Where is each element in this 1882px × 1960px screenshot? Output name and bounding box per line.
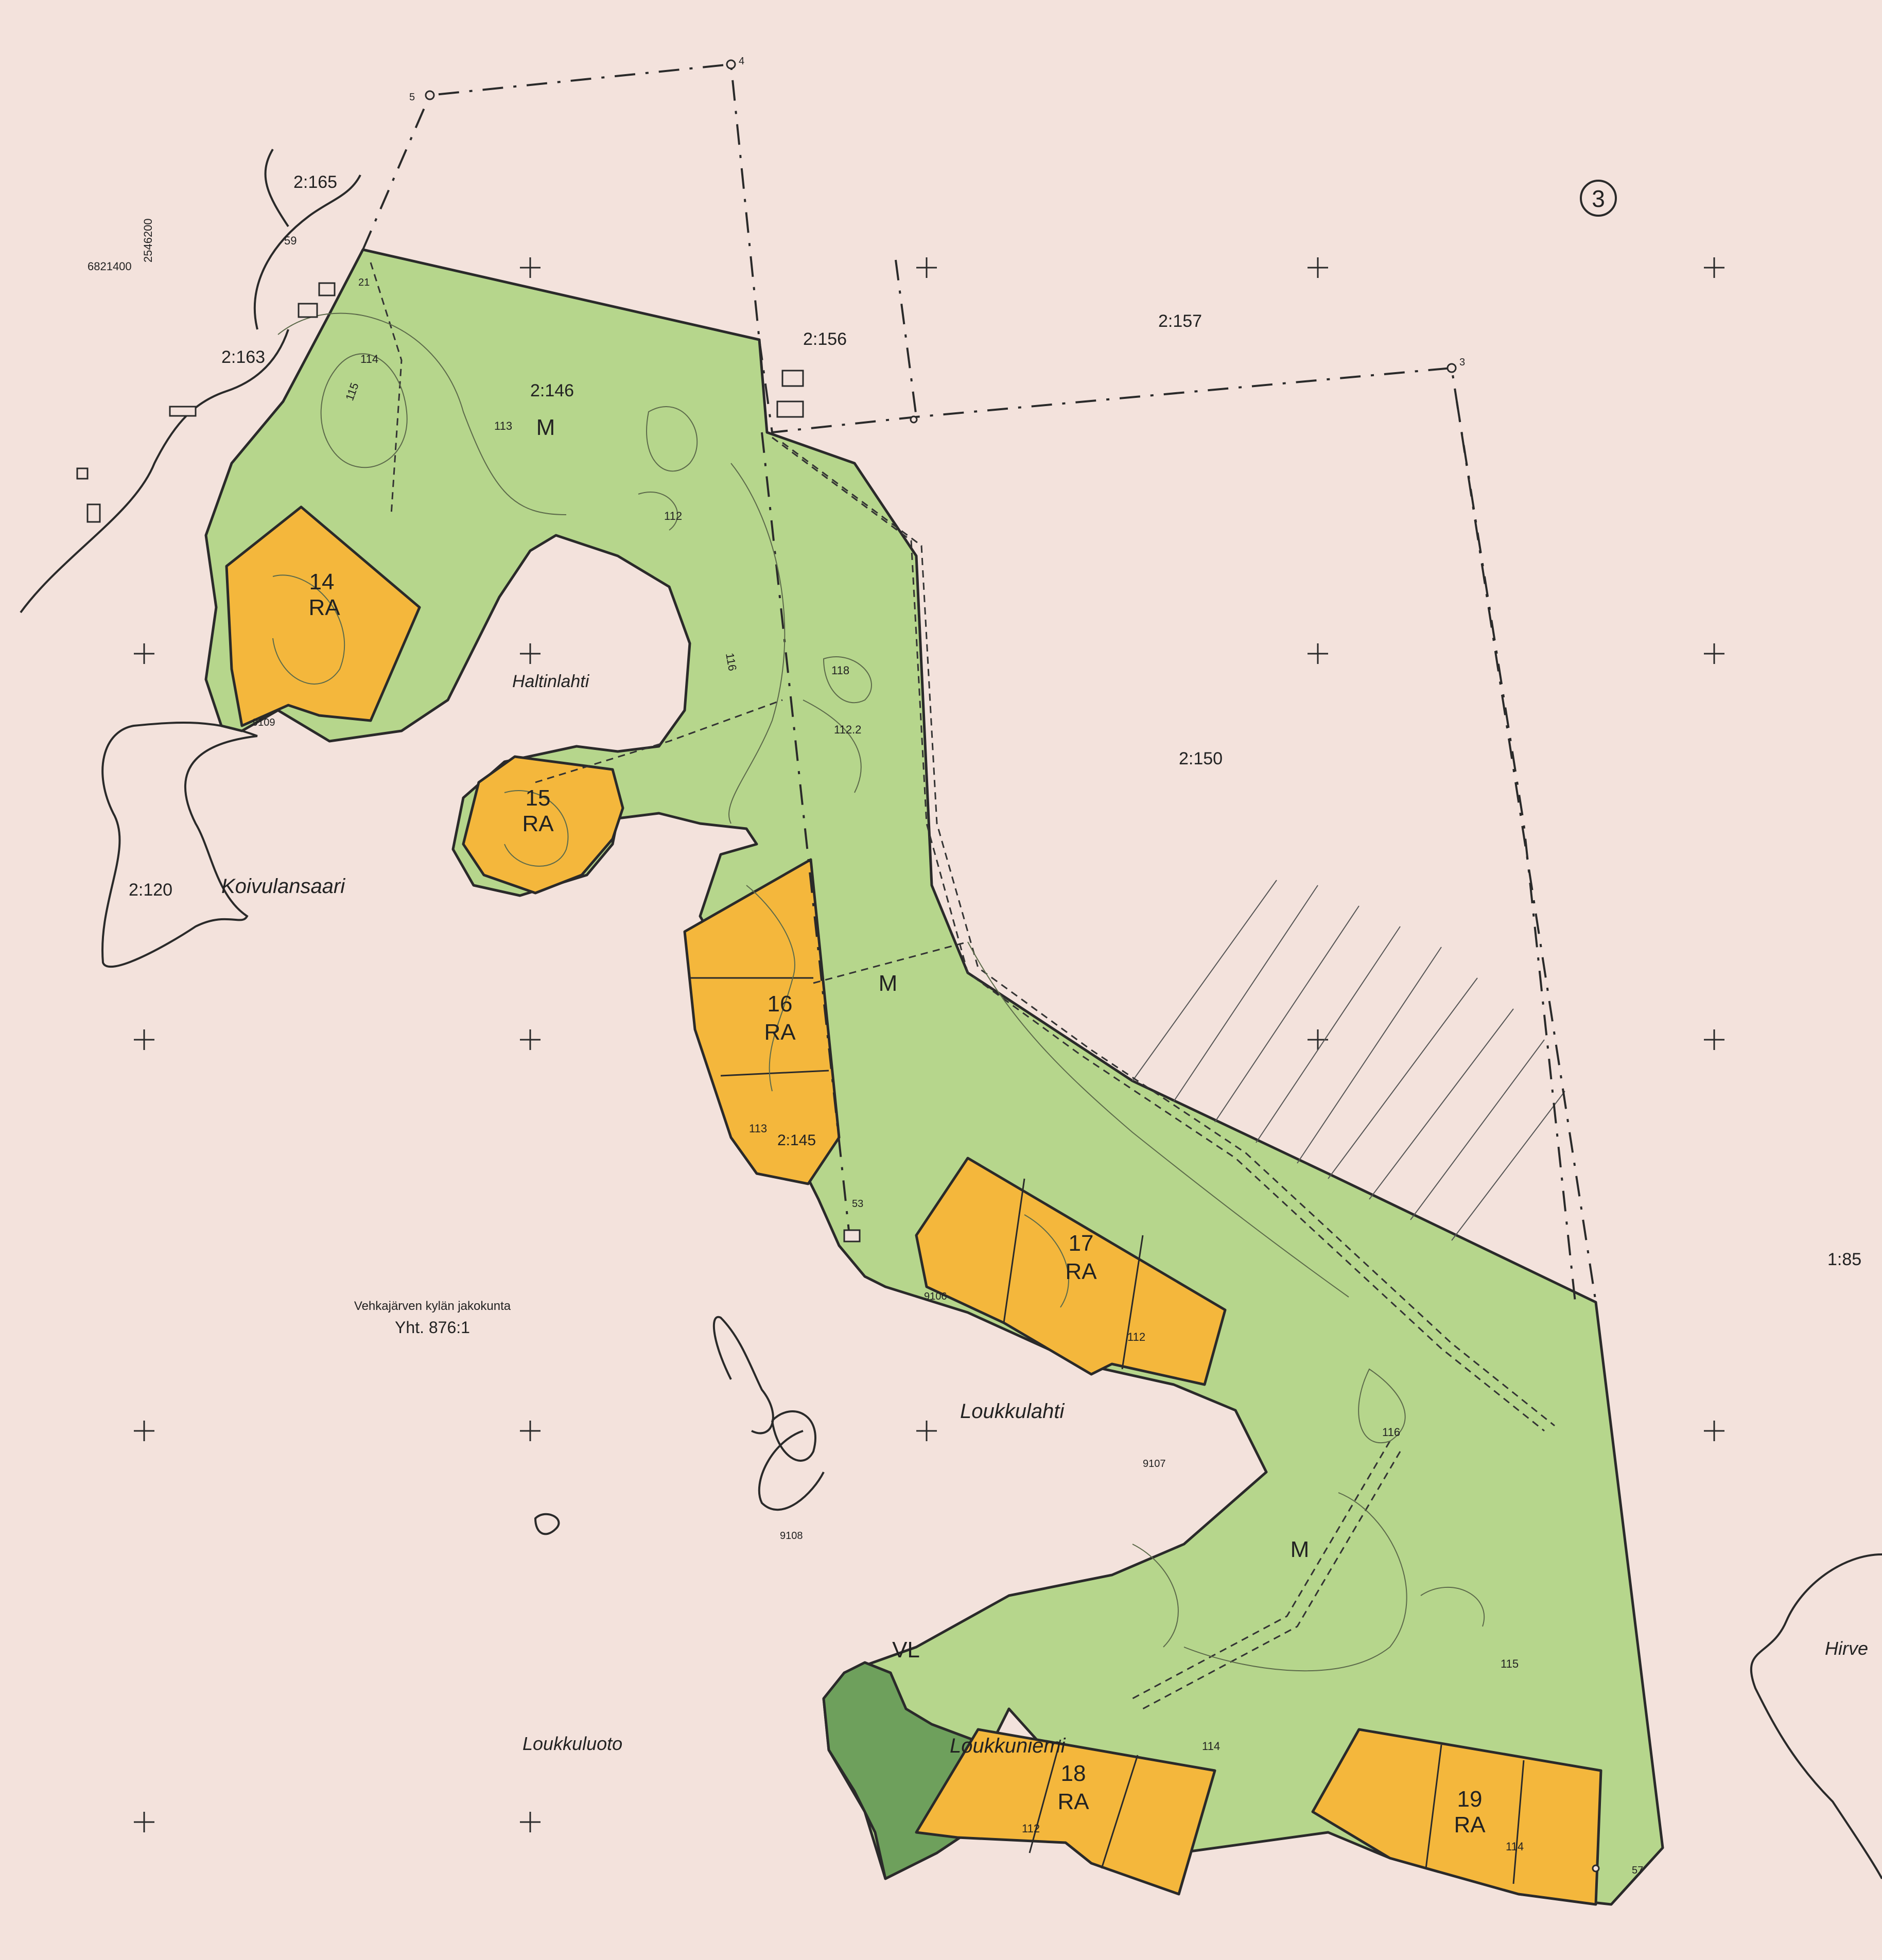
elevation-labels: 114 115 113 112 116 118 112.2 114 112 11… [343, 353, 1524, 1853]
parcel-label: 2:145 [777, 1132, 816, 1149]
elevation-label: 114 [360, 353, 378, 365]
place-name: Loukkuniemi [950, 1735, 1066, 1757]
ra-plot-19 [1311, 1728, 1602, 1906]
shore-point-code: 9109 [252, 717, 275, 728]
holiday-plot-labels: 14 RA 15 RA 16 RA 17 RA 18 RA 19 RA [308, 569, 1486, 1837]
elevation-label: 112 [1022, 1822, 1040, 1835]
ra-plot-15 [462, 755, 624, 895]
buildings [76, 282, 861, 1242]
plot-number-15: 15 [526, 785, 551, 811]
northing-label: 6821400 [88, 260, 132, 273]
zone-code-vl: VL [892, 1637, 920, 1662]
boundary-point-number: 4 [739, 56, 744, 67]
parcel-label: 2:157 [1158, 311, 1202, 331]
plot-number-18: 18 [1061, 1761, 1086, 1786]
parcel-label: 2:150 [1179, 749, 1223, 768]
scale-text: 1:85 [1827, 1250, 1861, 1269]
plot-number-14: 14 [309, 569, 335, 594]
elevation-label: 115 [1501, 1657, 1519, 1670]
place-name: Haltinlahti [512, 672, 590, 691]
parcel-label: 2:163 [221, 347, 265, 367]
boundary-point-number: 3 [1459, 357, 1465, 368]
elevation-label: 113 [749, 1122, 767, 1135]
boundary-point-number: 21 [358, 277, 370, 288]
zone-code-m: M [1291, 1537, 1310, 1562]
shore-point-code: 9106 [924, 1291, 947, 1302]
place-name: Hirve [1825, 1638, 1868, 1659]
plot-number-17: 17 [1069, 1231, 1094, 1256]
plot-code-14: RA [308, 595, 340, 620]
shore-point-code: 9107 [1143, 1458, 1166, 1469]
elevation-label: 114 [1506, 1840, 1524, 1853]
zone-code-m: M [879, 971, 898, 996]
plot-code-15: RA [522, 811, 554, 836]
ra-plot-18 [915, 1728, 1216, 1896]
elevation-label: 112 [1127, 1331, 1145, 1343]
shore-point-code: 9108 [780, 1530, 803, 1542]
parcel-label: 2:165 [293, 172, 337, 192]
easting-label: 2546200 [142, 218, 154, 262]
plot-number-16: 16 [768, 991, 793, 1017]
parcel-labels: 2:165 2:163 2:146 2:156 2:157 2:150 2:12… [129, 172, 1223, 1149]
contour-lines [272, 312, 1485, 1672]
place-labels: Haltinlahti Koivulansaari Loukkulahti Lo… [221, 672, 1868, 1757]
plot-number-19: 19 [1457, 1787, 1483, 1812]
village-division-label: Vehkajärven kylän jakokunta [354, 1299, 511, 1313]
plot-code-17: RA [1065, 1259, 1097, 1284]
sheet-number: 3 [1592, 185, 1605, 212]
elevation-label: 114 [1202, 1740, 1220, 1753]
boundary-points [425, 59, 1600, 1872]
elevation-label: 113 [494, 419, 512, 432]
boundary-point-number: 59 [284, 234, 297, 247]
ra-plot-17 [915, 1157, 1227, 1386]
shore-point-labels: 9109 9106 9107 9108 [252, 717, 1166, 1542]
zone-labels: M M M VL [536, 415, 1310, 1662]
common-area-label: Yht. 876:1 [395, 1318, 470, 1337]
boundary-point-number: 57 [1632, 1865, 1643, 1876]
parcel-label: 2:120 [129, 880, 172, 900]
shorelines [20, 148, 1882, 1879]
elevation-label: 116 [1382, 1426, 1400, 1439]
holiday-zones-ra [225, 505, 1602, 1906]
plot-code-18: RA [1057, 1789, 1089, 1814]
zone-code-m: M [536, 415, 555, 440]
parcel-label: 2:156 [803, 329, 847, 349]
plot-code-16: RA [764, 1020, 796, 1045]
elevation-label: 112 [664, 510, 682, 522]
plot-code-19: RA [1454, 1812, 1486, 1837]
place-name: Loukkuluoto [522, 1733, 622, 1754]
ra-plot-16 [683, 858, 841, 1185]
property-boundaries [362, 63, 1597, 1303]
boundary-point-number: 53 [852, 1198, 863, 1210]
elevation-label: 118 [831, 664, 849, 677]
hatched-area [1132, 880, 1565, 1241]
ra-plot-14 [225, 505, 421, 727]
elevation-label: 116 [723, 652, 739, 672]
place-name: Koivulansaari [221, 875, 345, 898]
place-name: Loukkulahti [960, 1400, 1065, 1423]
boundary-point-number: 5 [409, 92, 415, 103]
elevation-label: 112.2 [834, 723, 861, 736]
parcel-label: 2:146 [530, 381, 574, 400]
sheet-number-badge: 3 [1580, 180, 1617, 217]
grid-crosses [134, 257, 1724, 1832]
boundary-point-labels: 3 4 5 59 21 53 57 [284, 56, 1643, 1876]
